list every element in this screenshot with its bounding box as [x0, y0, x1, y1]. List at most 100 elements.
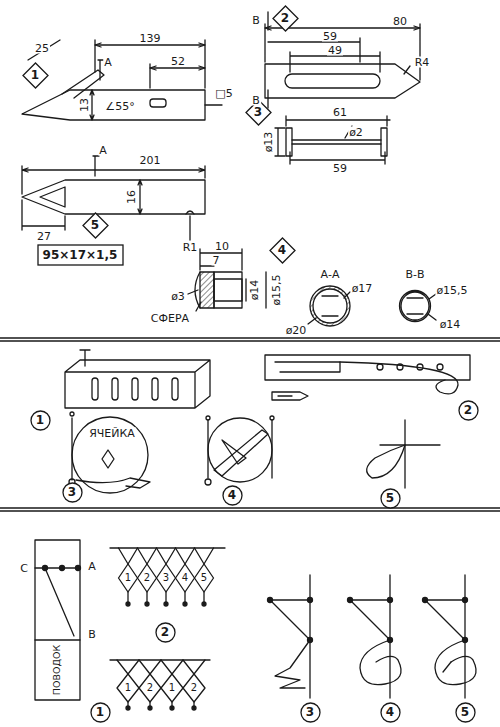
callout-circle: 5 [455, 702, 476, 723]
slot [172, 378, 178, 400]
slot [152, 378, 158, 400]
mesh-number: 1 [168, 683, 176, 693]
dimension-label: А [103, 57, 113, 68]
callout-number: 95×17×1,5 [43, 249, 118, 261]
callout-number: 1 [96, 706, 104, 718]
net-thread [161, 660, 183, 674]
part-note: ЯЧЕЙКА [88, 428, 136, 439]
dimension-label: ø3 [170, 291, 186, 302]
net-mesh [195, 564, 214, 592]
dimension-label: В [251, 95, 261, 106]
mesh-number: 4 [181, 573, 189, 583]
mesh-number: 2 [146, 683, 154, 693]
callout-diamond: 5 [82, 212, 109, 239]
dimension-label: R4 [414, 57, 431, 68]
dimension-label: С [19, 563, 29, 574]
size-box: 95×17×1,5 [37, 244, 124, 266]
net-mesh [119, 564, 138, 592]
net-thread [165, 592, 166, 604]
callout-circle: 3 [62, 482, 83, 503]
net-thread [138, 548, 157, 564]
dimension-label: 52 [170, 56, 186, 67]
dimension-label: □5 [214, 88, 233, 99]
dimension-label: В [87, 629, 97, 640]
net-mesh [161, 674, 183, 702]
slot [112, 378, 118, 400]
knot-step [348, 575, 402, 698]
callout-number: 3 [306, 706, 314, 718]
dimension-label: ø13 [263, 131, 274, 154]
dimension-label: ø14 [439, 319, 462, 330]
callout-number: 3 [254, 106, 262, 118]
net-thread [139, 660, 161, 674]
dimension-label: ø15,5 [435, 285, 468, 296]
callout-number: 2 [464, 404, 472, 416]
dimension-label: 10 [214, 241, 230, 252]
net-thread [127, 592, 128, 604]
dimension-label: ø14 [249, 279, 260, 302]
callout-number: 4 [386, 706, 394, 718]
mesh-number: 1 [124, 573, 132, 583]
dimension-label: ø2 [348, 127, 364, 138]
dimension-label: А-А [319, 269, 340, 280]
callout-circle: 3 [300, 702, 321, 723]
callout-diamond: 2 [272, 5, 299, 32]
dimension-label: 59 [322, 31, 338, 42]
net-thread [203, 592, 204, 604]
net-thread [117, 660, 139, 674]
part-note: СФЕРА [150, 313, 190, 324]
callout-circle: 1 [90, 702, 111, 723]
net-thread [183, 660, 205, 674]
dimension-label: 16 [126, 189, 137, 205]
mesh-number: 5 [200, 573, 208, 583]
callout-number: 1 [36, 414, 44, 426]
dimension-label: 13 [79, 97, 90, 113]
callout-number: 1 [31, 69, 39, 81]
dimension-label: 7 [212, 255, 221, 266]
callout-number: 4 [228, 489, 236, 501]
dimension-label: ø17 [351, 283, 374, 294]
callout-circle: 4 [380, 702, 401, 723]
dimension-label: 139 [139, 33, 162, 44]
dimension-label: ø15,5 [271, 273, 282, 306]
callout-circle: 2 [458, 400, 479, 421]
callout-circle: 5 [380, 488, 401, 509]
slot [92, 378, 98, 400]
part-note: ПОВОДОК [52, 644, 62, 696]
net-thread [127, 702, 128, 708]
callout-circle: 2 [155, 622, 176, 643]
net-thread [157, 548, 176, 564]
mesh-number: 2 [143, 573, 151, 583]
callout-circle: 1 [30, 410, 51, 431]
callout-number: 5 [461, 706, 469, 718]
dimension-label: R1 [182, 242, 199, 253]
net-thread [149, 702, 150, 708]
net-mesh [176, 564, 195, 592]
slot [132, 378, 138, 400]
dimension-label: 27 [36, 231, 52, 242]
net-thread [146, 592, 147, 604]
callout-number: 4 [278, 244, 286, 256]
net-thread [119, 548, 138, 564]
net-mesh [138, 564, 157, 592]
callout-diamond: 4 [269, 237, 296, 264]
callout-circle: 4 [222, 485, 243, 506]
dimension-label: А [98, 145, 108, 156]
net-mesh [139, 674, 161, 702]
callout-number: 2 [281, 12, 289, 24]
net-thread [171, 702, 172, 708]
callout-diamond: 1 [22, 62, 49, 89]
net-thread [193, 702, 194, 708]
net-mesh [117, 674, 139, 702]
net-thread [176, 548, 195, 564]
dimension-label: 49 [327, 45, 343, 56]
dimension-label: А [87, 561, 97, 572]
dimension-label: 201 [139, 155, 162, 166]
dimension-label: ø20 [285, 325, 308, 336]
knot-step [268, 575, 313, 698]
callout-number: 2 [161, 626, 169, 638]
callout-number: 3 [68, 486, 76, 498]
dimension-label: ∠55° [104, 101, 135, 112]
net-thread [184, 592, 185, 604]
